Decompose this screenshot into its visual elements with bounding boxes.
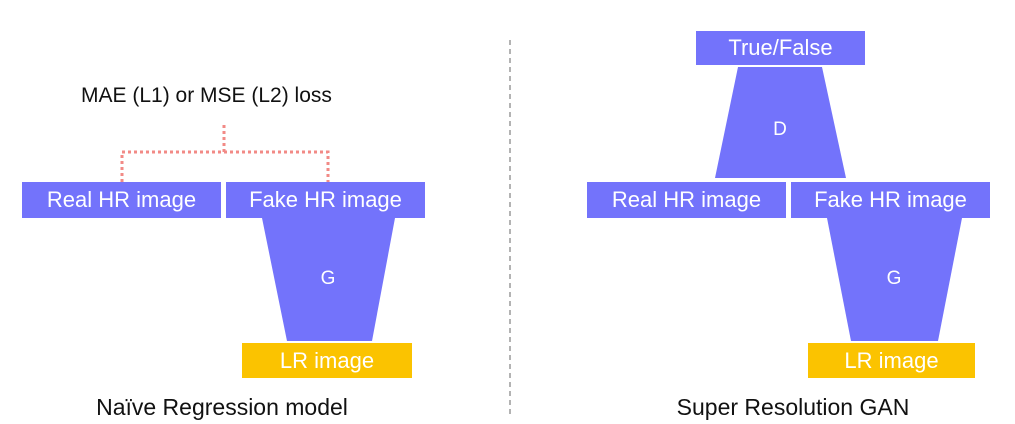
generator-label-left: G (320, 268, 336, 289)
left-caption: Naïve Regression model (96, 394, 348, 420)
true-false-label: True/False (728, 35, 833, 60)
real-hr-image-label-right: Real HR image (611, 187, 762, 212)
real-hr-image-label-left: Real HR image (46, 187, 197, 212)
discriminator-label: D (773, 119, 787, 140)
lr-image-box-right: LR image (808, 343, 975, 378)
fake-hr-image-label-left: Fake HR image (249, 187, 402, 212)
real-hr-image-box-right: Real HR image (587, 182, 786, 218)
fake-hr-image-box-left: Fake HR image (226, 182, 425, 218)
right-caption: Super Resolution GAN (676, 394, 910, 420)
generator-trapezoid-right (827, 218, 962, 341)
loss-label: MAE (L1) or MSE (L2) loss (81, 84, 332, 107)
fake-hr-image-label-right: Fake HR image (814, 187, 967, 212)
discriminator-trapezoid (715, 67, 846, 178)
real-hr-image-box-left: Real HR image (22, 182, 221, 218)
lr-image-box-left: LR image (242, 343, 412, 378)
lr-image-label-right: LR image (844, 347, 939, 373)
generator-label-right: G (886, 268, 902, 289)
generator-trapezoid-left (262, 218, 395, 341)
loss-bracket (120, 124, 330, 182)
true-false-box: True/False (696, 31, 865, 65)
lr-image-label-left: LR image (279, 347, 375, 373)
fake-hr-image-box-right: Fake HR image (791, 182, 990, 218)
